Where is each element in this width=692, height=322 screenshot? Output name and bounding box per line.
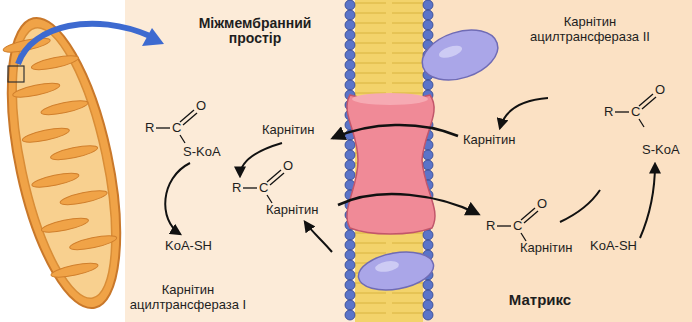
molecule-name: Карнітин [262,122,315,137]
formula-atom: R [604,104,613,119]
enzyme-name: Карнітин ацилтрансфераза II [515,14,665,44]
region-name: Матрикс [495,292,585,307]
translocase [347,95,435,234]
enzyme-name: Карнітин ацилтрансфераза I [123,282,253,312]
molecule-name: KoA-SH [165,238,212,253]
enzyme-shape [418,26,502,84]
formula-atom: C [513,218,522,233]
reaction-arrows [165,98,655,252]
formula-atom: O [283,158,293,173]
enzyme-shape [355,247,437,295]
bonds [156,94,656,241]
translocase-top [352,93,428,105]
enzyme-node: Карнітин ацилтрансфераза II [418,26,502,84]
formula-atom: O [196,98,206,113]
formula-atom: R [232,180,241,195]
zoom-box [8,66,24,82]
formula-atom: O [537,196,547,211]
enzyme-node: Карнітин ацилтрансфераза I [355,247,437,295]
formula-atom: R [145,120,154,135]
region-node: Міжмембранний простір [125,0,390,120]
formula-group: Карнітин [520,240,573,255]
matrix-ground [390,0,692,322]
formula-atom: C [631,104,640,119]
region-name: Міжмембранний простір [185,16,325,46]
formula-atom: C [259,180,268,195]
formula-group: S-KoA [183,144,221,159]
formula-atom: R [486,218,495,233]
formula-atom: C [172,120,181,135]
intermembrane-ground [125,0,390,322]
zoom-arrow-head [142,28,164,46]
formula-group: S-KoA [642,142,680,157]
molecule-name: Карнітин [463,132,516,147]
molecule-name: KoA-SH [590,238,637,253]
formula-atom: O [655,82,665,97]
zoom-arrow [18,24,150,64]
formula-group: Карнітин [266,202,319,217]
